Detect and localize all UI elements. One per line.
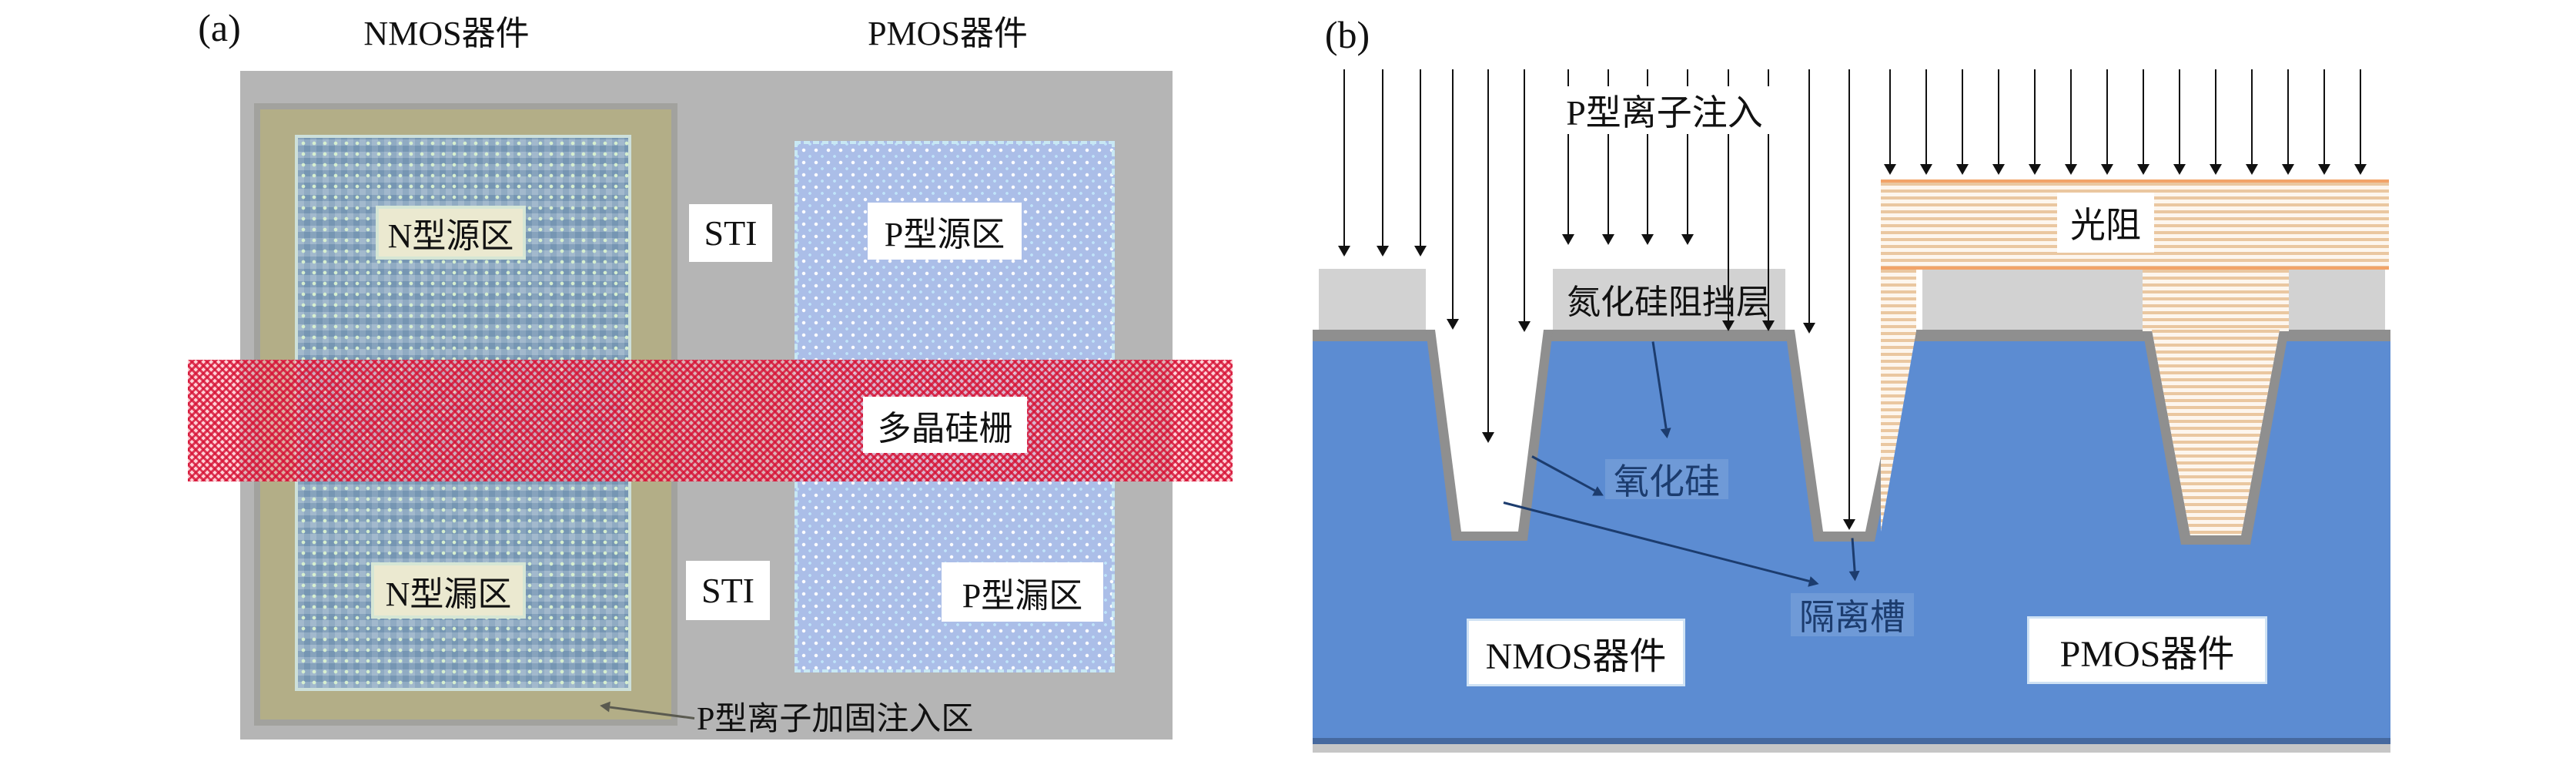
ion-implant-arrow [2360, 69, 2361, 164]
ion-implant-arrow [1687, 69, 1688, 234]
panel-a-tag: (a) [198, 6, 241, 49]
ion-implant-arrow [1848, 69, 1850, 519]
p-source-label: P型源区 [868, 203, 1022, 260]
panel-a-nmos-title: NMOS器件 [363, 15, 530, 52]
ion-implant-arrow [1889, 69, 1891, 164]
oxide-label: 氧化硅 [1605, 459, 1728, 501]
ion-implant-arrow [2323, 69, 2325, 164]
nmos-device-label: NMOS器件 [1467, 619, 1685, 686]
panel-a-pmos-title: PMOS器件 [868, 15, 1028, 52]
ion-implant-arrow [2287, 69, 2289, 164]
ion-implant-arrow [2143, 69, 2144, 164]
ion-implant-arrow [2070, 69, 2072, 164]
sti-label-top: STI [689, 204, 772, 262]
ion-implant-arrow [1452, 69, 1454, 319]
guard-implant-note: P型离子加固注入区 [697, 701, 974, 737]
nitride-block-3 [1922, 270, 2143, 330]
ion-implant-arrow [1728, 69, 1729, 320]
substrate-base-strip [1313, 744, 2390, 753]
nitride-block-4 [2289, 270, 2385, 330]
photoresist-trench3-neck [2143, 270, 2289, 331]
ion-implant-arrow [2034, 69, 2036, 164]
nitride-block-2 [1553, 269, 1785, 330]
trench-label: 隔离槽 [1791, 593, 1914, 637]
sti-label-bottom: STI [686, 561, 770, 620]
ion-implant-arrow [2106, 69, 2108, 164]
ion-implant-arrow [1925, 69, 1927, 164]
poly-gate-label: 多晶硅栅 [863, 397, 1027, 453]
ion-implant-arrow [1343, 69, 1345, 246]
ion-implant-arrow [1524, 69, 1525, 321]
n-source-label: N型源区 [376, 206, 526, 260]
ion-implant-arrow [1607, 69, 1609, 234]
p-drain-label: P型漏区 [942, 562, 1103, 622]
ion-implant-arrow [1487, 69, 1489, 432]
ion-implant-title: P型离子注入 [1557, 86, 1772, 134]
ion-implant-arrow [1998, 69, 1999, 164]
n-drain-label: N型漏区 [371, 562, 526, 619]
ion-implant-arrow [2215, 69, 2216, 164]
nitride-barrier-label: 氮化硅阻挡层 [1567, 283, 1770, 321]
ion-implant-arrow [1567, 69, 1569, 234]
ion-implant-arrow [1382, 69, 1383, 246]
ion-implant-arrow [2179, 69, 2180, 164]
ion-implant-arrow [1962, 69, 1963, 164]
poly-gate-band [188, 360, 1233, 481]
ion-implant-arrow [1647, 69, 1648, 234]
substrate-bottom-line [1313, 738, 2390, 744]
ion-implant-arrow [1768, 69, 1769, 320]
ion-implant-arrow [2251, 69, 2253, 164]
ion-implant-arrow [1420, 69, 1421, 246]
ion-implant-arrow [1808, 69, 1810, 323]
nitride-block-1 [1319, 269, 1426, 330]
pmos-device-label: PMOS器件 [2027, 616, 2267, 684]
panel-b-tag: (b) [1324, 13, 1370, 56]
photoresist-label: 光阻 [2057, 193, 2154, 253]
